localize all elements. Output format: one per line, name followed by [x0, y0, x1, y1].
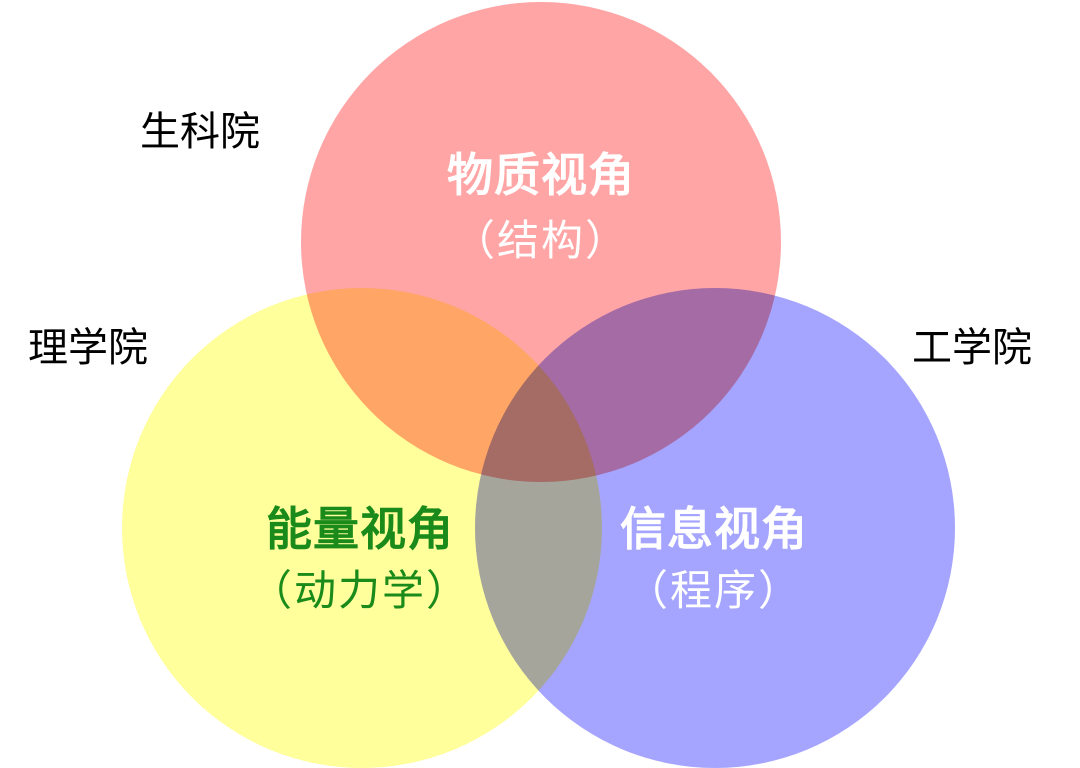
information-perspective-subtitle: （程序） — [625, 566, 802, 615]
material-perspective-title: 物质视角 — [447, 148, 635, 202]
circle-information — [475, 288, 955, 768]
material-perspective-subtitle: （结构） — [452, 216, 629, 265]
circle-energy — [122, 288, 602, 768]
energy-perspective-title: 能量视角 — [266, 502, 454, 556]
label-life-sciences: 生科院 — [140, 109, 260, 155]
label-science-school: 理学院 — [28, 325, 148, 371]
information-perspective-title: 信息视角 — [620, 502, 808, 556]
energy-perspective-subtitle: （动力学） — [249, 566, 470, 615]
label-engineering-school: 工学院 — [912, 325, 1032, 371]
